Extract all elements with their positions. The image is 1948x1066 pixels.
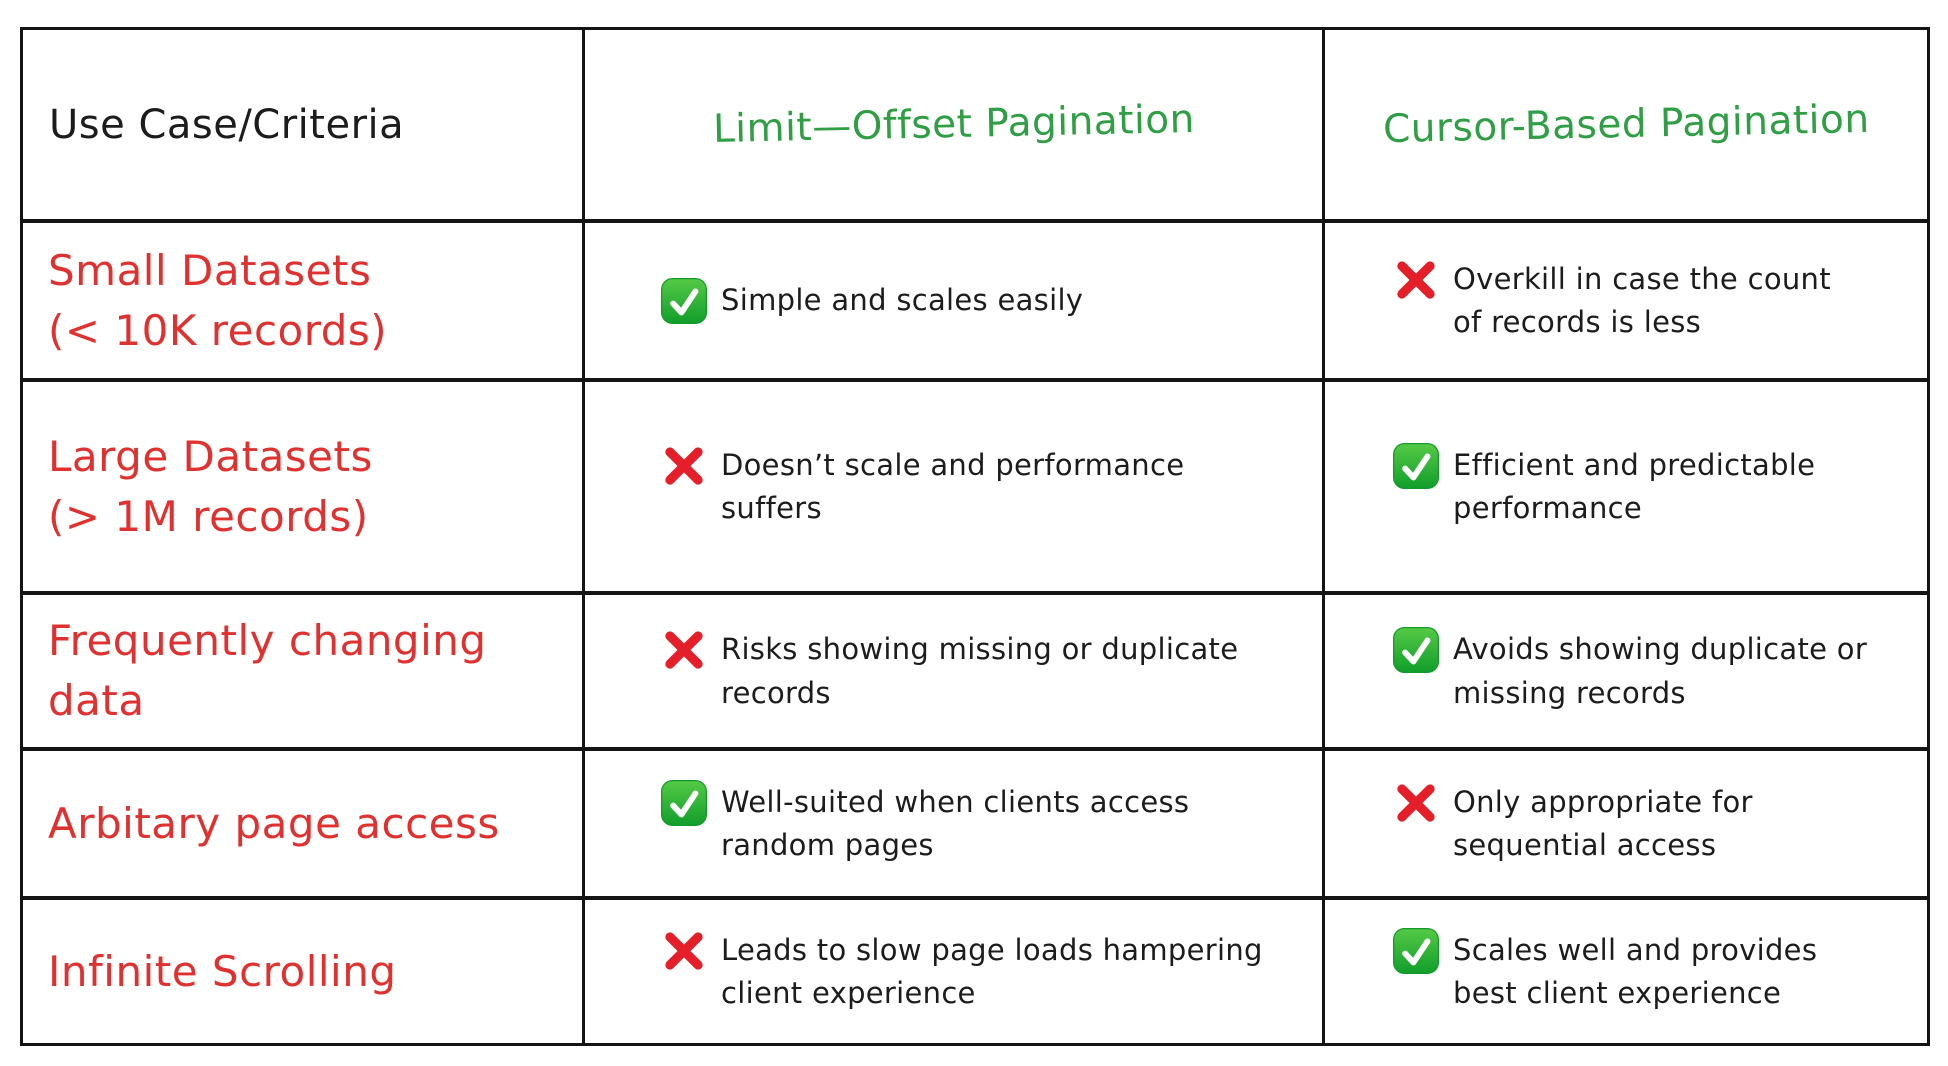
cross-icon — [661, 627, 707, 673]
cell-cursor-based-small-datasets: Overkill in case the count of records is… — [1325, 223, 1927, 382]
header-label: Use Case/Criteria — [49, 101, 405, 148]
cell-limit-offset-arbitary-page-access: Well-suited when clients access random p… — [585, 751, 1325, 900]
criteria-large-datasets: Large Datasets (> 1M records) — [23, 382, 585, 595]
criteria-infinite-scrolling: Infinite Scrolling — [23, 900, 585, 1043]
cell-text: Only appropriate for sequential access — [1453, 784, 1753, 863]
cross-icon — [661, 443, 707, 489]
check-icon — [661, 779, 707, 826]
header-label: Limit—Offset Pagination — [712, 96, 1195, 153]
cell-text: Avoids showing duplicate or missing reco… — [1453, 632, 1868, 710]
cell-text: Doesn’t scale and performance suffers — [721, 447, 1185, 526]
criteria-frequently-changing-data: Frequently changing data — [23, 595, 585, 751]
header-label: Cursor-Based Pagination — [1382, 96, 1870, 153]
cell-cursor-based-large-datasets: Efficient and predictable performance — [1325, 382, 1927, 595]
pagination-comparison-table: Use Case/Criteria Limit—Offset Paginatio… — [20, 27, 1930, 1046]
criteria-arbitary-page-access: Arbitary page access — [23, 751, 585, 900]
cross-icon — [1393, 780, 1439, 826]
check-icon — [1393, 442, 1439, 489]
header-use-case-criteria: Use Case/Criteria — [23, 30, 585, 223]
cell-cursor-based-arbitary-page-access: Only appropriate for sequential access — [1325, 751, 1927, 900]
check-icon — [661, 277, 707, 324]
check-icon — [1393, 627, 1439, 673]
cell-text: Overkill in case the count of records is… — [1453, 261, 1831, 340]
check-icon — [1393, 927, 1439, 974]
criteria-small-datasets: Small Datasets (< 10K records) — [23, 223, 585, 382]
cell-limit-offset-small-datasets: Simple and scales easily — [585, 223, 1325, 382]
cell-cursor-based-frequently-changing: Avoids showing duplicate or missing reco… — [1325, 595, 1927, 751]
cell-limit-offset-infinite-scrolling: Leads to slow page loads hampering clien… — [585, 900, 1325, 1043]
cell-limit-offset-large-datasets: Doesn’t scale and performance suffers — [585, 382, 1325, 595]
cell-text: Simple and scales easily — [721, 282, 1084, 317]
cell-limit-offset-frequently-changing: Risks showing missing or duplicate recor… — [585, 595, 1325, 751]
cross-icon — [1393, 257, 1439, 303]
cross-icon — [661, 928, 707, 974]
header-cursor-based-pagination: Cursor-Based Pagination — [1325, 30, 1927, 223]
cell-text: Risks showing missing or duplicate recor… — [721, 632, 1239, 710]
cell-text: Efficient and predictable performance — [1453, 447, 1816, 526]
cell-text: Leads to slow page loads hampering clien… — [721, 932, 1263, 1011]
cell-text: Well-suited when clients access random p… — [721, 784, 1190, 863]
cell-cursor-based-infinite-scrolling: Scales well and provides best client exp… — [1325, 900, 1927, 1043]
header-limit-offset-pagination: Limit—Offset Pagination — [585, 30, 1325, 223]
cell-text: Scales well and provides best client exp… — [1453, 932, 1818, 1011]
